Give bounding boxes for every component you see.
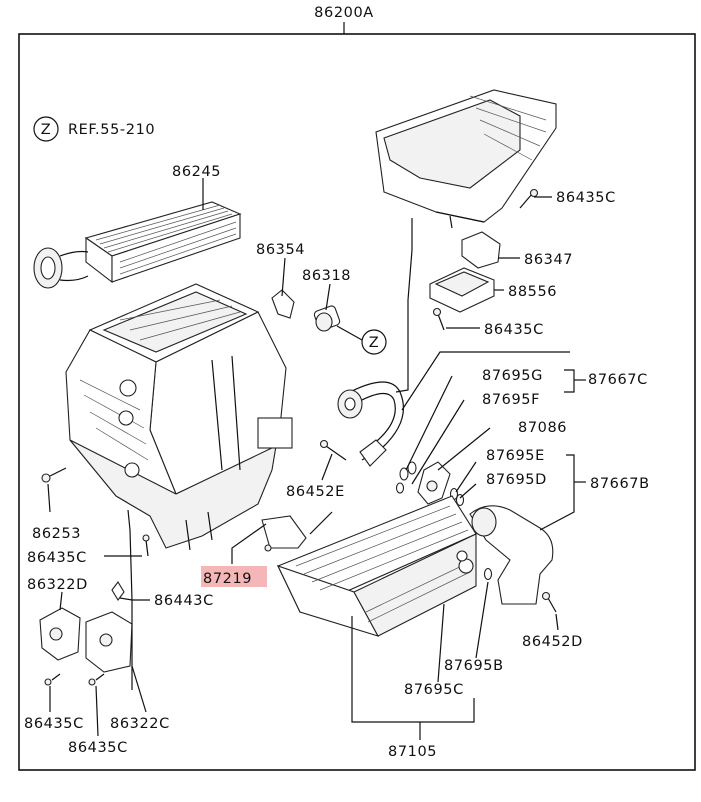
- label-86443c[interactable]: 86443C: [154, 593, 214, 609]
- label-87219[interactable]: 87219: [203, 571, 252, 587]
- label-86452d[interactable]: 86452D: [522, 634, 583, 650]
- screw-86435c-left: [142, 534, 150, 557]
- sensor-86318: [313, 305, 341, 332]
- screw-86253: [41, 467, 67, 483]
- label-86435c-top[interactable]: 86435C: [556, 190, 616, 206]
- z-marker-circle: [361, 329, 387, 355]
- screw-86435c-top: [519, 188, 539, 209]
- label-87667b[interactable]: 87667B: [590, 476, 650, 492]
- label-86452e[interactable]: 86452E: [286, 484, 345, 500]
- reference-marker-letter: Z: [41, 122, 52, 138]
- label-86322c[interactable]: 86322C: [110, 716, 170, 732]
- fitting-87086: [417, 461, 451, 505]
- label-86354[interactable]: 86354: [256, 242, 305, 258]
- label-86435c-left[interactable]: 86435C: [27, 550, 87, 566]
- label-86435c-bl[interactable]: 86435C: [24, 716, 84, 732]
- highlight-box-87219: [201, 566, 267, 587]
- label-88556[interactable]: 88556: [508, 284, 557, 300]
- label-86435c-mid[interactable]: 86435C: [484, 322, 544, 338]
- label-87086[interactable]: 87086: [518, 420, 567, 436]
- heater-core-86245: [33, 201, 242, 289]
- duct-87667b: [469, 505, 554, 605]
- o-ring-87695b: [483, 567, 493, 581]
- heater-unit-housing: [65, 283, 293, 551]
- bracket-86354: [271, 289, 295, 319]
- screw-86435c-bottom: [88, 673, 105, 686]
- evaporator-87105: [276, 495, 477, 637]
- label-87695g[interactable]: 87695G: [482, 368, 543, 384]
- label-87695e[interactable]: 87695E: [486, 448, 545, 464]
- label-86322d[interactable]: 86322D: [27, 577, 88, 593]
- label-86347[interactable]: 86347: [524, 252, 573, 268]
- label-87695b[interactable]: 87695B: [444, 658, 504, 674]
- reference-text: REF.55-210: [68, 122, 155, 138]
- label-86435c-bottom[interactable]: 86435C: [68, 740, 128, 756]
- blower-duct: [375, 89, 557, 229]
- label-87105[interactable]: 87105: [388, 744, 437, 760]
- bracket-87219: [261, 511, 333, 552]
- actuator-86322d: [39, 607, 81, 661]
- screw-86452e: [319, 439, 347, 461]
- screw-86435c-bl: [44, 673, 61, 686]
- z-marker-letter: Z: [369, 335, 380, 351]
- label-87695f[interactable]: 87695F: [482, 392, 540, 408]
- label-86253[interactable]: 86253: [32, 526, 81, 542]
- screw-86435c-mid: [432, 307, 445, 331]
- resistor-88556: [429, 267, 495, 313]
- reference-marker-circle: [33, 116, 59, 142]
- pipe-assembly: [337, 381, 404, 467]
- label-86318[interactable]: 86318: [302, 268, 351, 284]
- label-87695d[interactable]: 87695D: [486, 472, 547, 488]
- label-87667c[interactable]: 87667C: [588, 372, 648, 388]
- diagram-frame: [18, 33, 696, 771]
- leader-lines: [47, 178, 586, 740]
- screw-86452d: [541, 591, 557, 613]
- assembly-number-label: 86200A: [314, 5, 374, 21]
- label-86245[interactable]: 86245: [172, 164, 221, 180]
- resistor-86347: [461, 231, 501, 269]
- label-87695c[interactable]: 87695C: [404, 682, 464, 698]
- actuator-86322c: [85, 581, 133, 673]
- o-rings-pipe: [395, 461, 417, 494]
